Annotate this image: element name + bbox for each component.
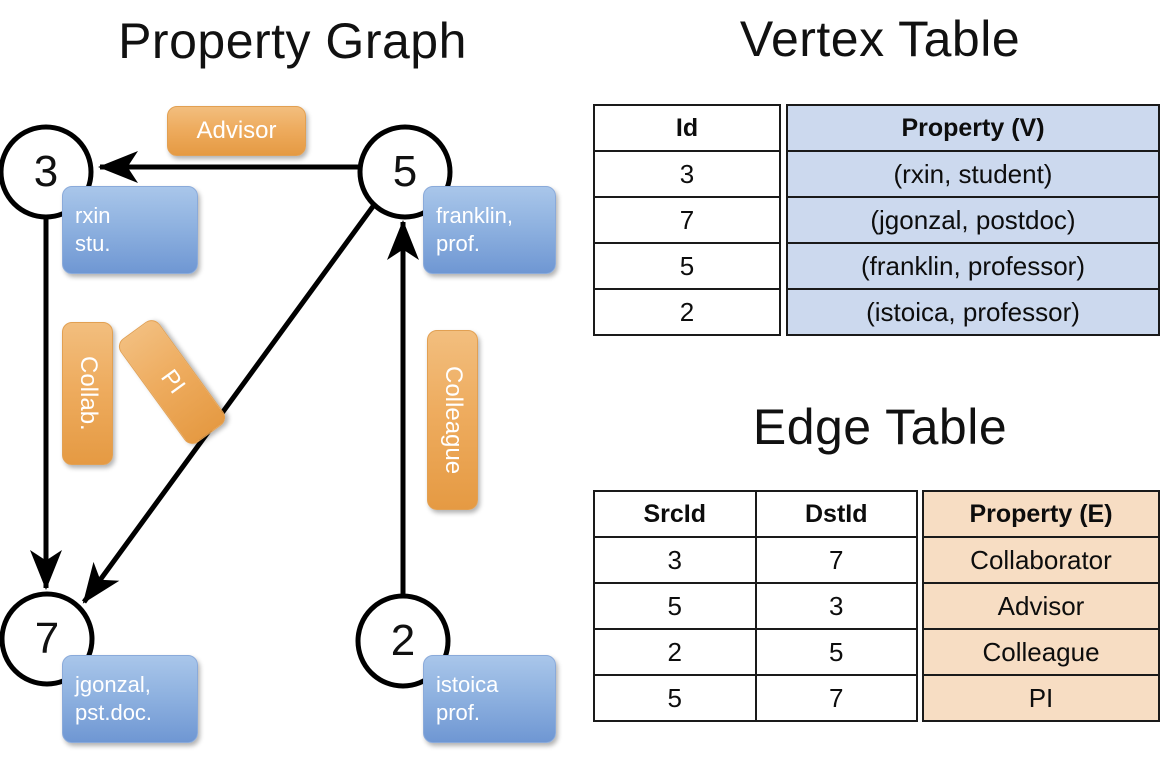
table-row[interactable]: 7 — [593, 196, 781, 244]
edge-cell-srcid: 3 — [593, 536, 757, 584]
table-row[interactable]: Collaborator — [922, 536, 1160, 584]
edge-cell-property: Advisor — [922, 582, 1160, 630]
edge-header-property: Property (E) — [922, 490, 1160, 538]
edge-label-box-collab[interactable]: Collab. — [62, 322, 113, 465]
table-row[interactable]: PI — [922, 674, 1160, 722]
table-row[interactable]: (rxin, student) — [786, 150, 1160, 198]
table-row[interactable]: 3 — [593, 150, 781, 198]
edge-cell-srcid: 2 — [593, 628, 757, 676]
table-row[interactable]: Advisor — [922, 582, 1160, 630]
table-header-row: SrcId DstId — [593, 490, 918, 538]
edge-cell-dstid: 7 — [754, 674, 918, 722]
table-row[interactable]: 5 — [593, 242, 781, 290]
edge-header-srcid: SrcId — [593, 490, 757, 538]
table-header-row: Property (V) — [786, 104, 1160, 152]
edge-label-text-advisor: Advisor — [196, 116, 277, 144]
table-row[interactable]: (franklin, professor) — [786, 242, 1160, 290]
node-property-box-istoica[interactable]: istoica prof. — [423, 655, 556, 743]
table-row[interactable]: 2 — [593, 288, 781, 336]
vertex-cell-id: 3 — [593, 150, 781, 198]
table-header-row: Property (E) — [922, 490, 1160, 538]
vertex-cell-property: (jgonzal, postdoc) — [786, 196, 1160, 244]
edge-cell-property: Colleague — [922, 628, 1160, 676]
vertex-cell-property: (istoica, professor) — [786, 288, 1160, 336]
node-property-box-franklin[interactable]: franklin, prof. — [423, 186, 556, 274]
edge-label-text-colleague: Colleague — [439, 365, 467, 475]
edge-cell-dstid: 5 — [754, 628, 918, 676]
vertex-cell-id: 5 — [593, 242, 781, 290]
edge-cell-srcid: 5 — [593, 674, 757, 722]
node-property-text-istoica: istoica prof. — [436, 671, 499, 725]
table-row[interactable]: 5 3 — [593, 582, 918, 630]
edge-label-box-advisor[interactable]: Advisor — [167, 106, 306, 156]
edge-cell-property: PI — [922, 674, 1160, 722]
page-title-property-graph: Property Graph — [118, 13, 467, 69]
edge-cell-dstid: 7 — [754, 536, 918, 584]
graph-node-2-label: 2 — [390, 616, 416, 665]
graph-node-3-label: 3 — [33, 147, 59, 196]
page-title-vertex-table: Vertex Table — [739, 11, 1021, 67]
vertex-cell-property: (rxin, student) — [786, 150, 1160, 198]
edge-label-text-collab: Collab. — [74, 356, 102, 431]
edge-label-text-pi: PI — [155, 364, 191, 399]
edge-table-id-columns: SrcId DstId 3 7 5 3 2 5 5 7 — [593, 490, 918, 722]
graph-edge-pi — [81, 203, 377, 604]
edge-header-dstid: DstId — [754, 490, 918, 538]
edge-table-property-column: Property (E) Collaborator Advisor Collea… — [922, 490, 1160, 722]
vertex-header-property: Property (V) — [786, 104, 1160, 152]
node-property-text-franklin: franklin, prof. — [436, 202, 514, 256]
edge-cell-dstid: 3 — [754, 582, 918, 630]
table-row[interactable]: 3 7 — [593, 536, 918, 584]
vertex-cell-property: (franklin, professor) — [786, 242, 1160, 290]
graph-node-5-label: 5 — [392, 147, 418, 196]
table-row[interactable]: (jgonzal, postdoc) — [786, 196, 1160, 244]
table-row[interactable]: 5 7 — [593, 674, 918, 722]
edge-cell-srcid: 5 — [593, 582, 757, 630]
edge-cell-property: Collaborator — [922, 536, 1160, 584]
node-property-box-rxin[interactable]: rxin stu. — [62, 186, 198, 274]
table-row[interactable]: (istoica, professor) — [786, 288, 1160, 336]
vertex-table-id-column: Id 3 7 5 2 — [593, 104, 781, 336]
page-title-edge-table: Edge Table — [752, 399, 1008, 455]
vertex-table-property-column: Property (V) (rxin, student) (jgonzal, p… — [786, 104, 1160, 336]
vertex-header-id: Id — [593, 104, 781, 152]
node-property-text-jgonzal: jgonzal, pst.doc. — [75, 671, 153, 725]
table-row[interactable]: Colleague — [922, 628, 1160, 676]
node-property-text-rxin: rxin stu. — [75, 202, 111, 256]
table-row[interactable]: 2 5 — [593, 628, 918, 676]
edge-label-box-colleague[interactable]: Colleague — [427, 330, 478, 510]
vertex-cell-id: 7 — [593, 196, 781, 244]
table-header-row: Id — [593, 104, 781, 152]
vertex-cell-id: 2 — [593, 288, 781, 336]
graph-node-7-label: 7 — [34, 614, 60, 663]
node-property-box-jgonzal[interactable]: jgonzal, pst.doc. — [62, 655, 198, 743]
